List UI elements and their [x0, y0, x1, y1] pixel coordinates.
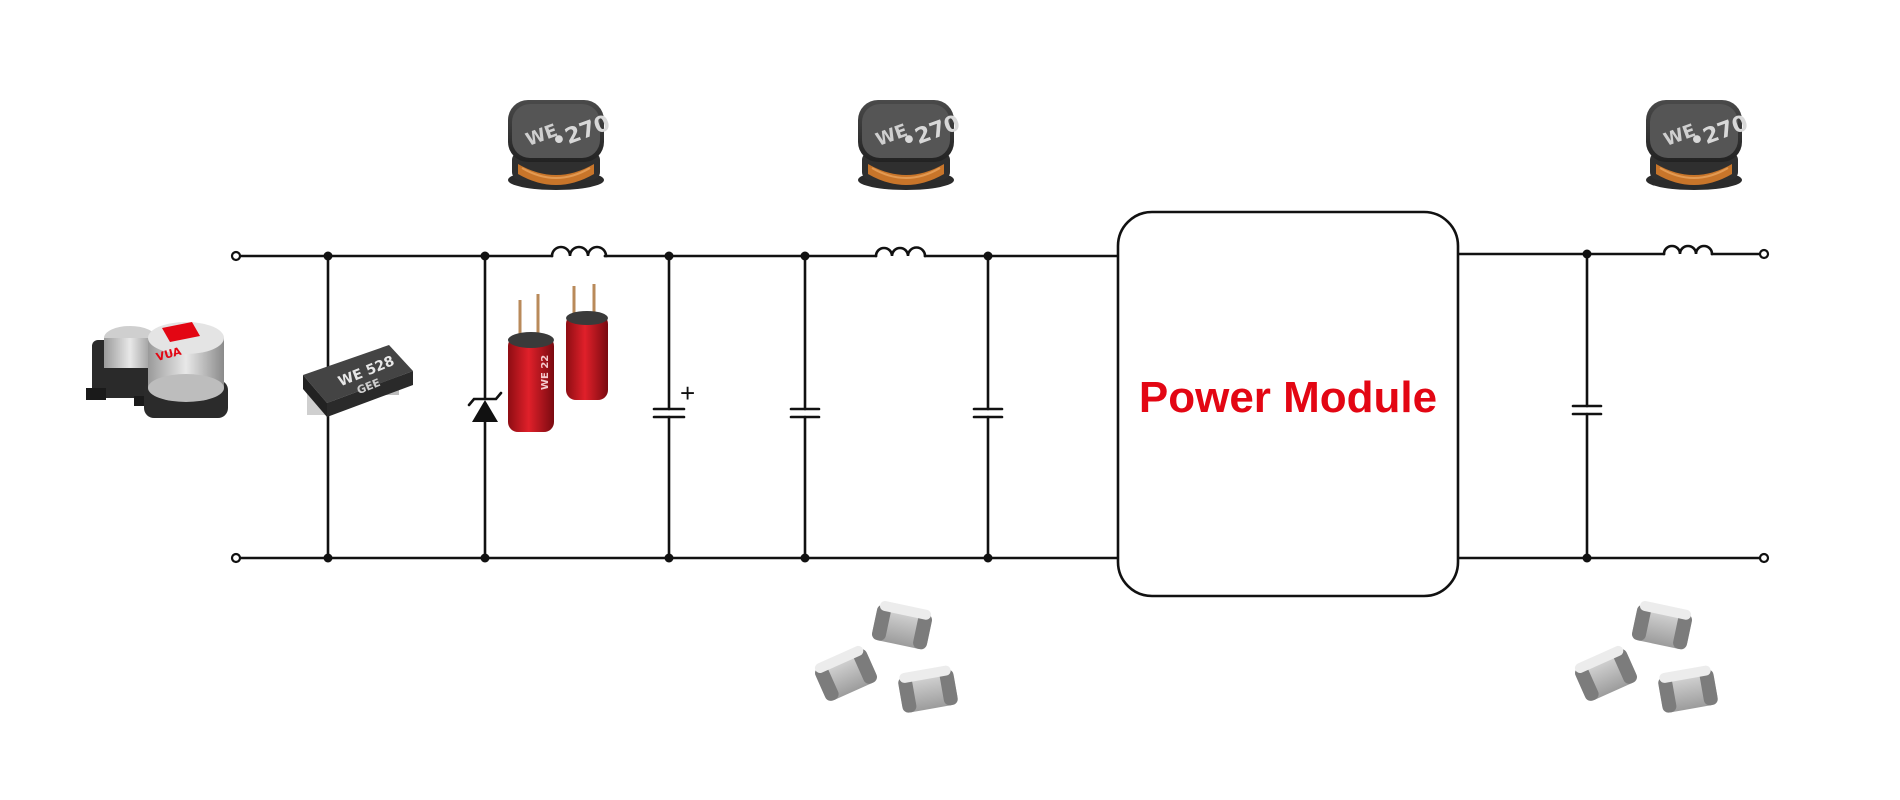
zener-diode-branch	[467, 251, 503, 563]
output-terminal-bottom[interactable]	[1758, 552, 1770, 564]
inductor-symbol-3	[1662, 244, 1714, 256]
smd-aluminum-capacitor-icon: VUA	[86, 322, 228, 418]
input-terminal-bottom[interactable]	[230, 552, 242, 564]
power-module-block: Power Module	[1116, 210, 1460, 598]
top-rail	[234, 252, 1766, 258]
polarity-plus-label: +	[680, 378, 695, 408]
svg-text:WE 22: WE 22	[540, 355, 551, 390]
mlcc-capacitor-icon-2	[1571, 599, 1719, 714]
tvs-diode-package-icon: WE 528 GEE	[303, 345, 413, 417]
electrolytic-cap-branch	[652, 251, 686, 563]
power-inductor-icon-2	[857, 99, 965, 191]
cap-branch-3	[972, 251, 1004, 563]
power-inductor-icon-3	[1645, 99, 1753, 191]
output-terminal-top[interactable]	[1758, 248, 1770, 260]
output-cap-branch	[1571, 249, 1603, 563]
power-inductor-icon	[507, 99, 615, 191]
inductor-symbol-2	[874, 246, 927, 258]
cap-branch-2	[789, 251, 821, 563]
power-module-label: Power Module	[1139, 373, 1437, 422]
inductor-symbol-1	[550, 245, 608, 258]
mlcc-capacitor-icon	[811, 599, 959, 714]
electrolytic-capacitor-icon: WE 22	[508, 284, 608, 432]
input-terminal-top[interactable]	[230, 250, 242, 262]
